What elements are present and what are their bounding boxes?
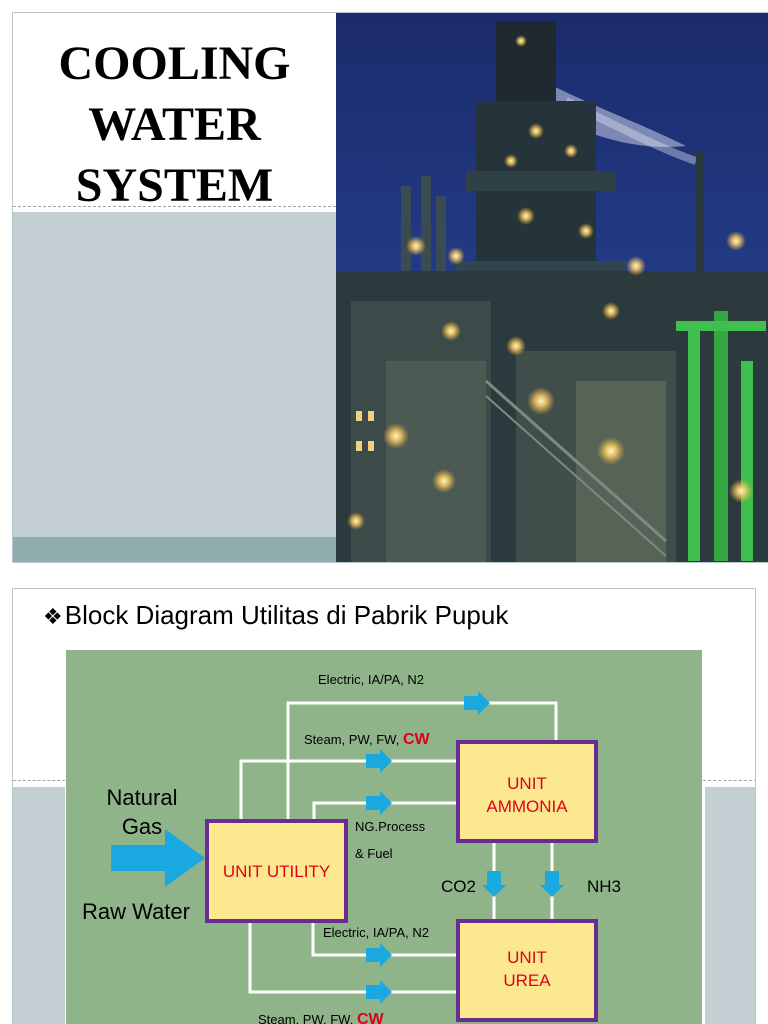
label-steam-bottom: Steam, PW, FW, CW xyxy=(258,1011,385,1024)
bullet-diamond-icon: ❖ xyxy=(43,604,63,629)
label-electric-top: Electric, IA/PA, N2 xyxy=(318,672,424,687)
label-steam-top: Steam, PW, FW, CW xyxy=(304,731,431,748)
label-fuel: & Fuel xyxy=(355,846,393,861)
left-divider xyxy=(13,780,65,781)
title-line-2: WATER xyxy=(88,98,261,151)
block-utility: UNIT UTILITY xyxy=(205,819,348,923)
flow-arrows xyxy=(111,691,564,1004)
title-slide: COOLING WATER SYSTEM xyxy=(12,12,768,563)
line-ngprocess xyxy=(312,801,456,821)
arrow-input-big xyxy=(111,829,205,887)
right-gray-panel xyxy=(705,787,755,1024)
slide-heading: ❖Block Diagram Utilitas di Pabrik Pupuk xyxy=(43,600,508,631)
natural-gas-line-1: Natural xyxy=(107,785,178,810)
title-line-3: SYSTEM xyxy=(75,159,274,212)
right-divider xyxy=(703,780,755,781)
block-urea-line-2: UREA xyxy=(503,971,551,990)
block-urea: UNIT UREA xyxy=(456,919,598,1022)
slide-title: COOLING WATER SYSTEM xyxy=(13,33,336,216)
block-ammonia-line-2: AMMONIA xyxy=(486,797,568,816)
arrow-co2 xyxy=(482,871,506,897)
arrow-nh3 xyxy=(540,871,564,897)
line-electric-bottom xyxy=(311,921,456,957)
left-gray-panel xyxy=(13,787,65,1024)
block-ammonia-line-1: UNIT xyxy=(507,774,547,793)
title-panel xyxy=(13,13,336,205)
label-nh3: NH3 xyxy=(587,877,621,896)
block-diagram-slide: ❖Block Diagram Utilitas di Pabrik Pupuk xyxy=(12,588,756,1024)
raw-water-label: Raw Water xyxy=(82,899,190,924)
arrow-steam-top xyxy=(366,749,392,773)
title-line-1: COOLING xyxy=(58,37,291,90)
block-urea-line-1: UNIT xyxy=(507,948,547,967)
title-divider xyxy=(13,206,336,207)
block-ammonia: UNIT AMMONIA xyxy=(456,740,598,843)
natural-gas-line-2: Gas xyxy=(122,814,162,839)
label-co2: CO2 xyxy=(441,877,476,896)
utility-block-diagram: UNIT UTILITY UNIT AMMONIA UNIT UREA Natu… xyxy=(66,650,702,1024)
plant-night-photo xyxy=(336,13,768,562)
gray-panel xyxy=(13,212,336,537)
heading-text: Block Diagram Utilitas di Pabrik Pupuk xyxy=(64,600,509,630)
arrow-ngprocess xyxy=(366,791,392,815)
teal-footer-band xyxy=(13,537,336,562)
arrow-electric-top xyxy=(464,691,490,715)
label-ngprocess: NG.Process xyxy=(355,819,426,834)
arrow-steam-bottom xyxy=(366,980,392,1004)
block-utility-label: UNIT UTILITY xyxy=(223,862,330,881)
arrow-electric-bottom xyxy=(366,943,392,967)
label-electric-bottom: Electric, IA/PA, N2 xyxy=(323,925,429,940)
